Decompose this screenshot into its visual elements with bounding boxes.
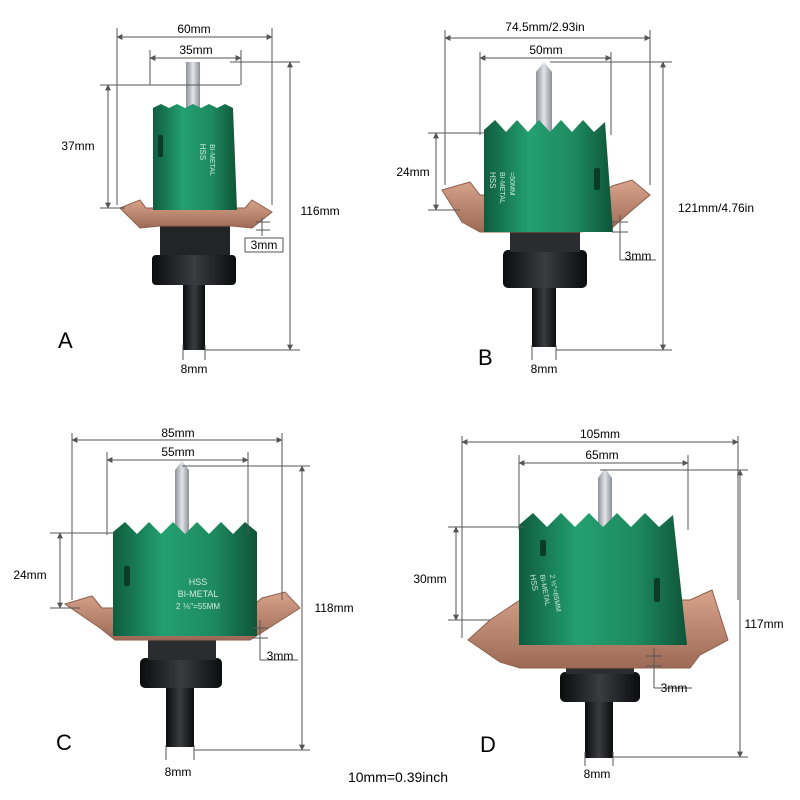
panel-b: HSS BI-METAL =50MM 74.5mm/2.93in 50mm [396, 20, 754, 376]
engraving-c-1: HSS [189, 577, 208, 587]
inner-diameter-d: 65mm [585, 448, 618, 462]
overall-length-c: 118mm [314, 601, 353, 615]
hole-saw-d: HSS BI-METAL 2 ½"=65MM [467, 468, 729, 758]
shank-b: 8mm [531, 362, 558, 376]
blade-thickness-b: 3mm [625, 249, 652, 263]
engraving-a-1: HSS [198, 144, 207, 160]
shank-d: 8mm [584, 767, 611, 781]
hole-saw-a: HSS BI-METAL [119, 62, 273, 350]
engraving-b-1: HSS [488, 172, 497, 188]
engraving-a-2: BI-METAL [208, 144, 215, 176]
engraving-c-2: BI-METAL [178, 589, 219, 599]
panel-label-c: C [56, 730, 72, 755]
overall-length-d: 117mm [744, 617, 783, 631]
conversion-note: 10mm=0.39inch [348, 769, 448, 785]
shank-a: 8mm [181, 362, 208, 376]
shank-c: 8mm [165, 765, 192, 779]
panel-label-b: B [478, 345, 493, 370]
dimensions-a [100, 28, 300, 360]
dimensions-d [448, 436, 748, 766]
panel-label-d: D [480, 732, 496, 757]
dimensions-b [428, 30, 672, 360]
blade-thickness-c: 3mm [267, 649, 294, 663]
overall-length-b: 121mm/4.76in [678, 201, 754, 215]
blade-thickness-d: 3mm [661, 681, 688, 695]
outer-diameter-c: 85mm [161, 426, 194, 440]
panel-label-a: A [58, 328, 73, 353]
inner-diameter-c: 55mm [161, 445, 194, 459]
cut-depth-d: 30mm [413, 572, 446, 586]
cut-depth-a: 37mm [61, 139, 94, 153]
outer-diameter-a: 60mm [177, 22, 210, 36]
engraving-b-3: =50MM [508, 172, 515, 196]
engraving-d-1: HSS [528, 574, 540, 592]
inner-diameter-a: 35mm [179, 43, 212, 57]
blade-thickness-a: 3mm [251, 238, 278, 252]
outer-diameter-b: 74.5mm/2.93in [505, 20, 584, 34]
cut-depth-b: 24mm [396, 165, 429, 179]
hole-saw-c: HSS BI-METAL 2 ⅙"=55MM [63, 461, 301, 747]
engraving-b-2: BI-METAL [498, 172, 505, 204]
cut-depth-c: 24mm [13, 568, 46, 582]
dimensions-c [50, 433, 310, 760]
hole-saw-b: HSS BI-METAL =50MM [441, 62, 651, 347]
outer-diameter-d: 105mm [580, 427, 620, 441]
panel-d: HSS BI-METAL 2 ½"=65MM 105mm 65mm 3 [413, 427, 783, 781]
panel-c: HSS BI-METAL 2 ⅙"=55MM 85mm 55mm 24 [13, 426, 353, 779]
engraving-c-3: 2 ⅙"=55MM [176, 602, 221, 611]
panel-a: HSS BI-METAL 60mm 35mm 37mm 116m [58, 22, 340, 376]
inner-diameter-b: 50mm [529, 43, 562, 57]
overall-length-a: 116mm [300, 204, 339, 218]
